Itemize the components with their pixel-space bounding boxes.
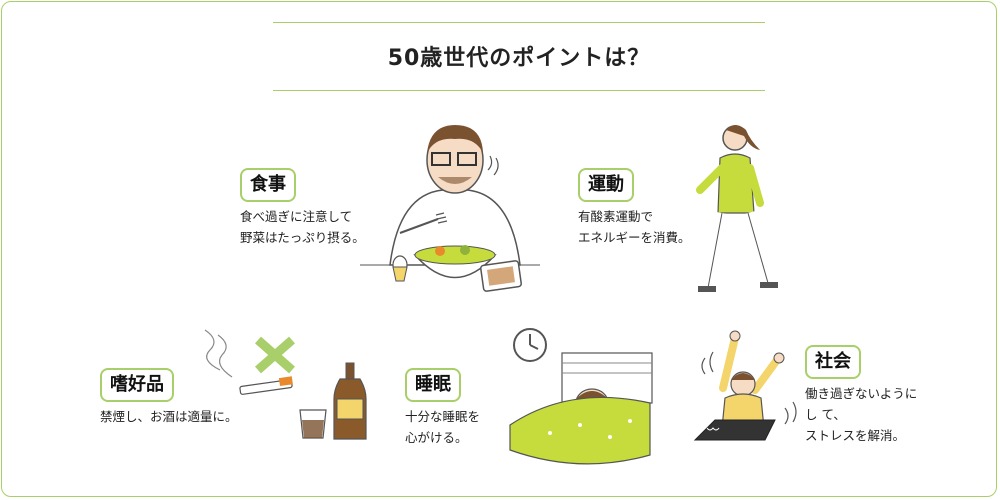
label-exercise: 運動: [578, 168, 634, 202]
sleeping-person-illustration: [509, 328, 653, 465]
label-meal: 食事: [240, 168, 296, 202]
label-sleep: 睡眠: [405, 368, 461, 402]
desc-exercise: 有酸素運動で エネルギーを消費。: [578, 209, 691, 245]
walking-woman-illustration: [696, 125, 778, 292]
cigarette-alcohol-illustration: [204, 329, 367, 440]
label-society: 社会: [805, 345, 861, 379]
title-rule-top: [273, 22, 765, 23]
title-rule-bottom: [273, 90, 765, 91]
stretching-worker-illustration: [693, 330, 797, 441]
desc-indulgences: 禁煙し、お酒は適量に。: [100, 409, 238, 424]
desc-meal: 食べ過ぎに注意して 野菜はたっぷり摂る。: [240, 209, 365, 245]
page-title: 50歳世代のポイントは？: [387, 46, 651, 71]
meal-man-illustration: [360, 125, 540, 292]
label-indulgences: 嗜好品: [100, 368, 174, 402]
desc-sleep: 十分な睡眠を 心がける。: [405, 409, 481, 445]
desc-society: 働き過ぎないように し て、 ストレスを解消。: [805, 386, 918, 443]
